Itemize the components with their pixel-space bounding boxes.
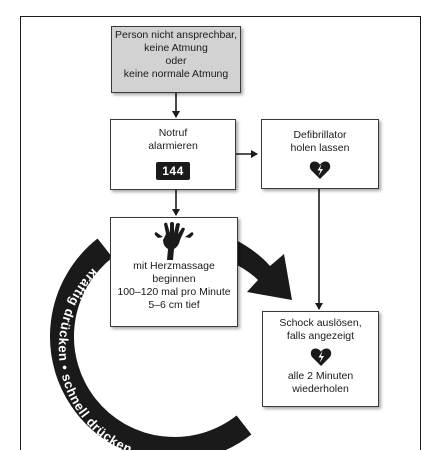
defib-line-1: Defibrillator [293,129,347,141]
defibrillator-box: Defibrillator holen lassen [261,119,379,189]
shock-line-2: falls angezeigt [286,330,355,342]
cpr-line-2: beginnen [152,273,196,285]
heart-lightning-icon [310,348,331,366]
emergency-number-badge: 144 [156,162,190,180]
start-line-3: oder [165,55,187,67]
heart-lightning-icon [309,161,331,179]
cpr-line-4: 5–6 cm tief [148,299,200,311]
shock-line-4: wiederholen [292,383,349,395]
shock-box: Schock auslösen, falls angezeigt alle 2 … [262,311,379,407]
start-line-2: keine Atmung [144,42,208,54]
cpr-line-3: 100–120 mal pro Minute [117,286,231,298]
start-box: Person nicht ansprechbar, keine Atmung o… [111,26,241,93]
cycle-arrow [231,240,292,300]
shock-line-3: alle 2 Minuten [287,370,354,382]
start-line-4: keine normale Atmung [123,68,229,80]
shock-line-1: Schock auslösen, [279,317,362,329]
call-line-2: alarmieren [148,140,198,152]
emergency-call-box: Notruf alarmieren 144 [110,119,236,190]
cpr-line-1: mit Herzmassage [133,260,215,272]
hands-icon [154,222,194,260]
start-line-1: Person nicht ansprechbar, [115,29,237,41]
diagram-frame [20,16,421,450]
defib-line-2: holen lassen [290,142,350,154]
cpr-box: mit Herzmassage beginnen 100–120 mal pro… [110,217,238,327]
call-line-1: Notruf [158,127,188,139]
